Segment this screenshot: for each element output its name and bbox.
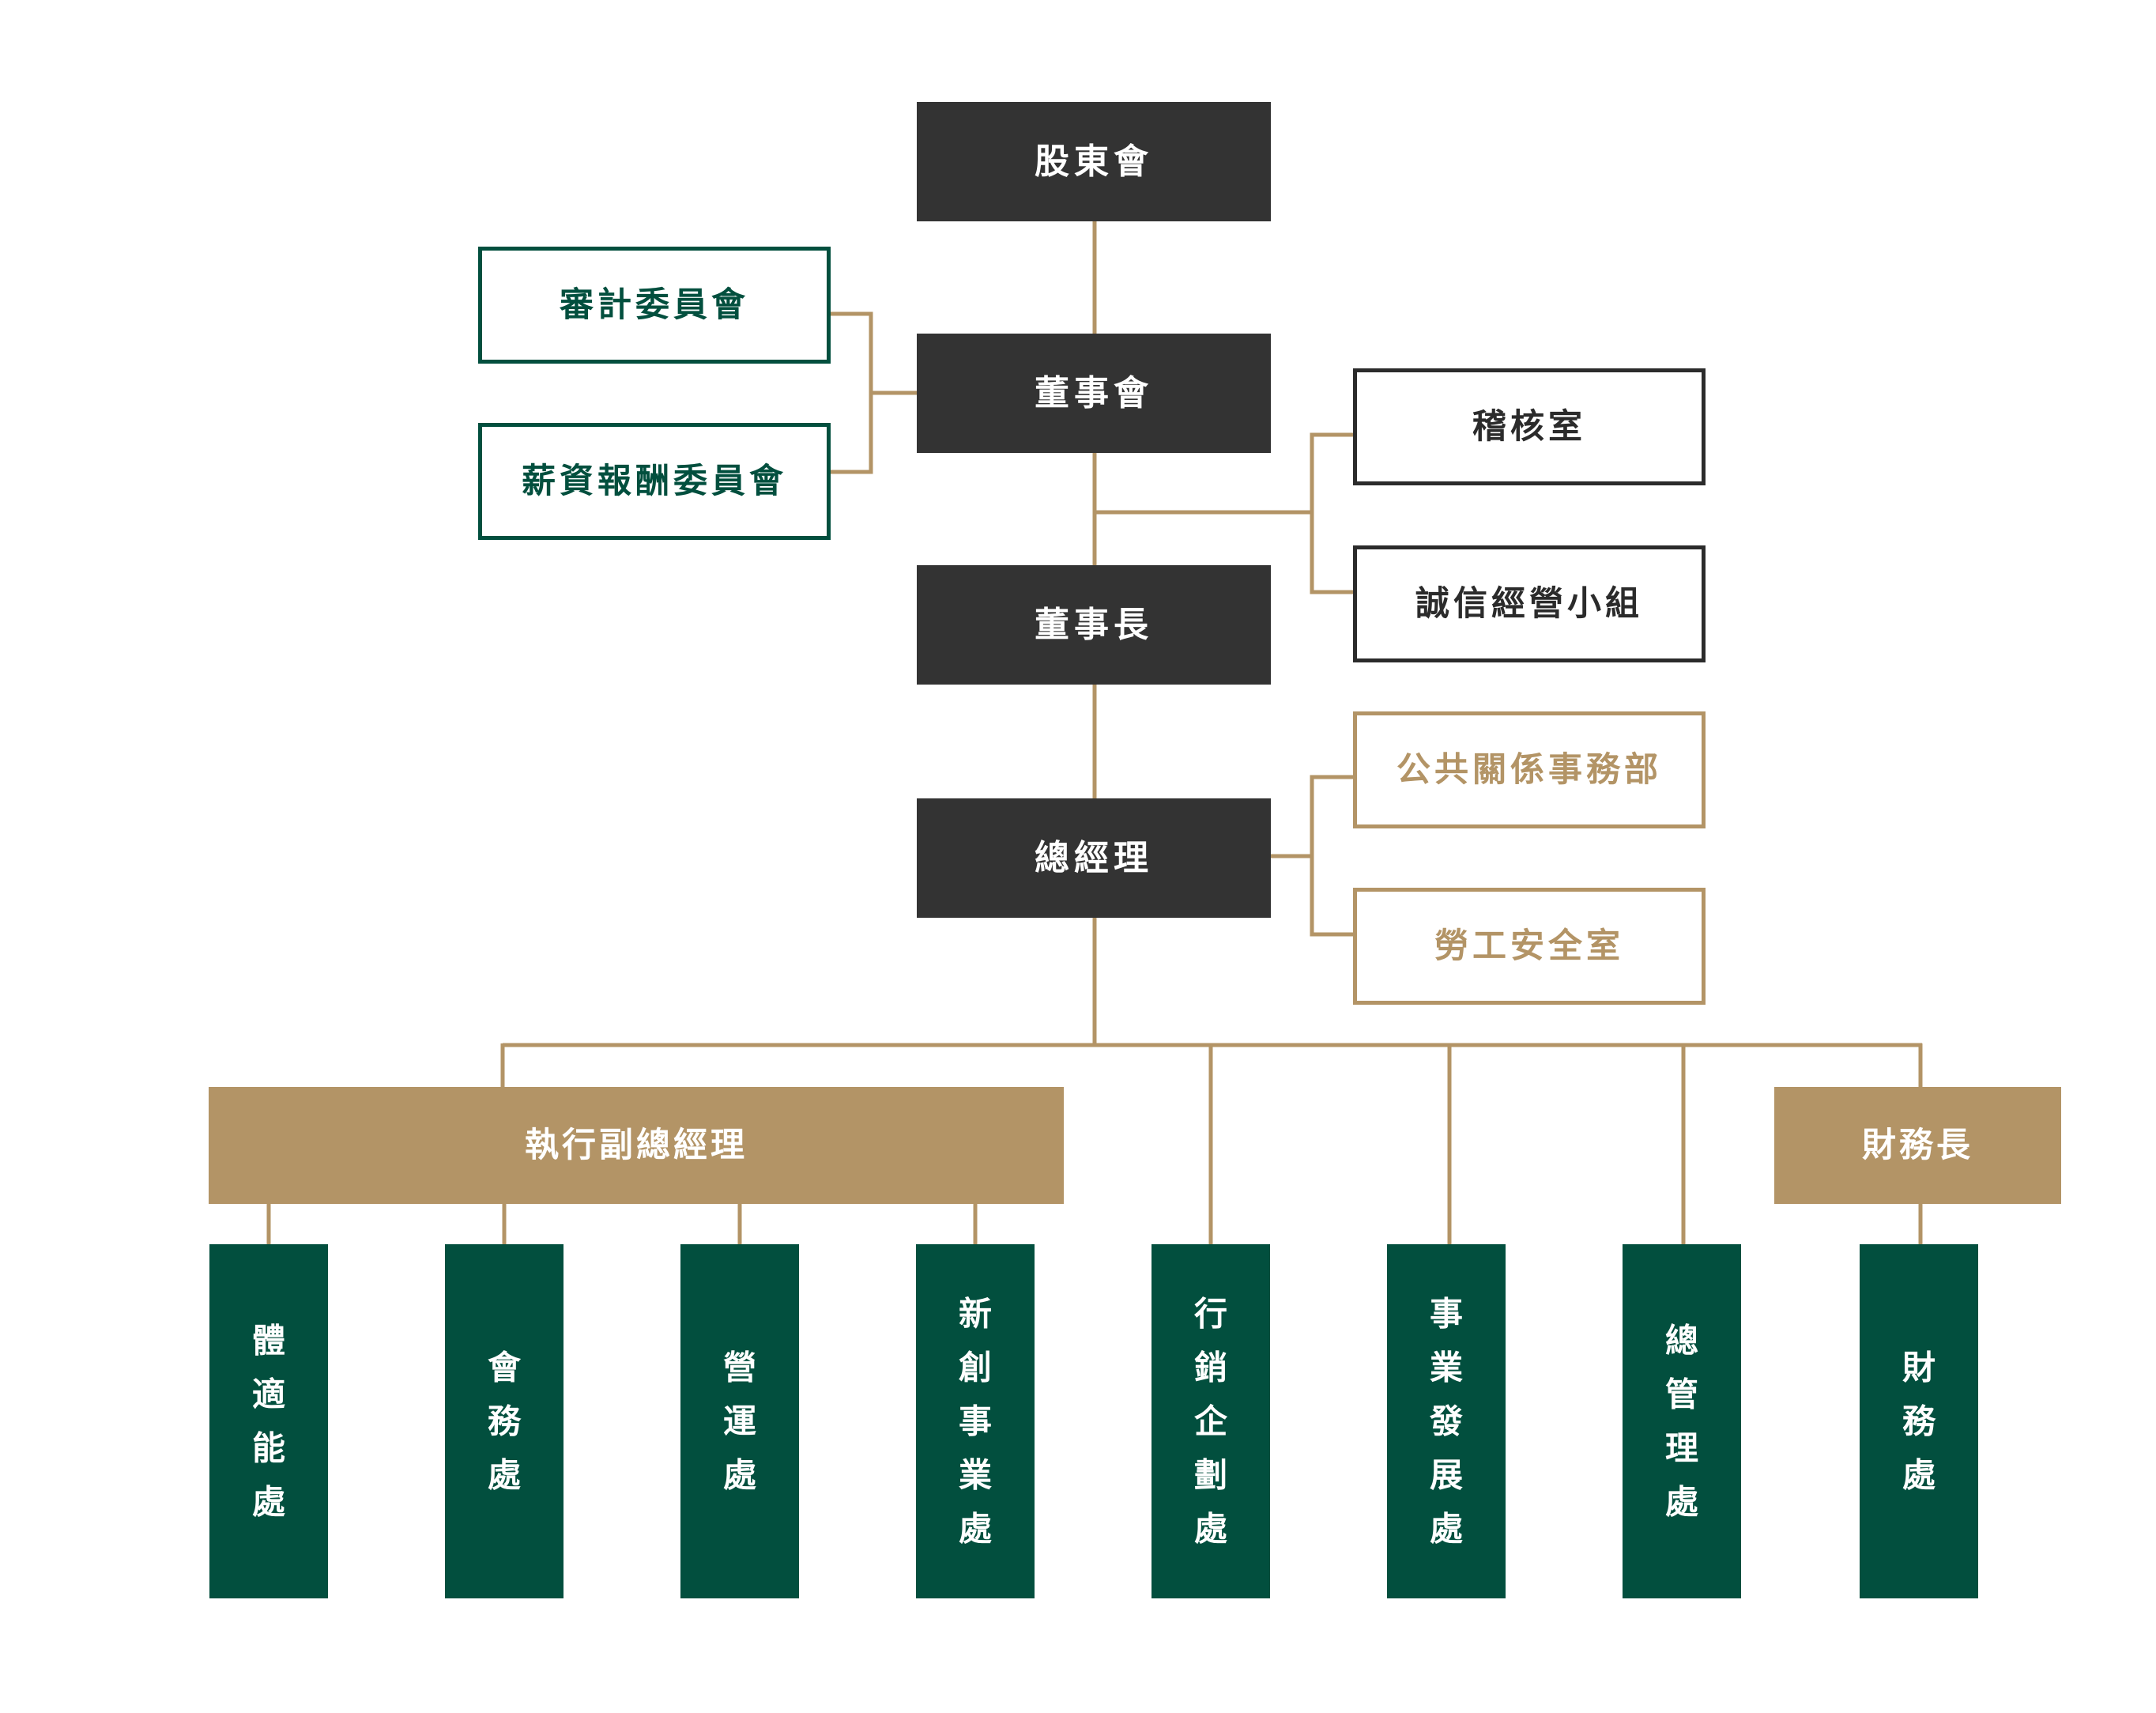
chief-financial-officer-label: 財務長	[1862, 1126, 1973, 1165]
audit-committee-box	[478, 247, 831, 364]
dept-business-development-box	[1387, 1244, 1506, 1598]
public-relations-dept-label: 公共關係事務部	[1396, 750, 1662, 790]
dept-finance: 財務處	[1860, 1244, 1978, 1598]
internal-audit-office-label: 稽核室	[1472, 407, 1586, 447]
dept-membership: 會務處	[445, 1244, 564, 1598]
shareholders-meeting-label: 股東會	[1035, 141, 1153, 182]
dept-membership-label: 會務處	[488, 1349, 522, 1495]
dept-new-ventures-label: 新創事業處	[959, 1295, 992, 1549]
chairman: 董事長	[917, 565, 1271, 685]
dept-marketing-planning-box	[1152, 1244, 1270, 1598]
audit-committee: 審計委員會	[478, 247, 831, 364]
compensation-committee-label: 薪資報酬委員會	[522, 462, 787, 501]
board-of-directors: 董事會	[917, 334, 1271, 453]
president-box	[917, 798, 1271, 918]
chief-financial-officer: 財務長	[1774, 1087, 2061, 1204]
executive-vice-president-label: 執行副總經理	[525, 1126, 748, 1165]
dept-new-ventures-box	[916, 1244, 1035, 1598]
public-relations-dept: 公共關係事務部	[1353, 711, 1706, 828]
integrity-management-team: 誠信經營小組	[1353, 545, 1706, 662]
integrity-management-team-label: 誠信經營小組	[1415, 584, 1643, 624]
dept-general-admin-label: 總管理處	[1665, 1322, 1698, 1522]
compensation-committee: 薪資報酬委員會	[478, 423, 831, 540]
shareholders-meeting: 股東會	[917, 102, 1271, 221]
internal-audit-office: 稽核室	[1353, 368, 1706, 485]
dept-general-admin-box	[1623, 1244, 1741, 1598]
dept-general-admin: 總管理處	[1623, 1244, 1741, 1598]
dept-membership-box	[445, 1244, 564, 1598]
connector-lines	[266, 221, 1923, 1244]
internal-audit-office-box	[1353, 368, 1706, 485]
labor-safety-office-label: 勞工安全室	[1434, 926, 1624, 966]
dept-fitness: 體適能處	[209, 1244, 328, 1598]
dept-new-ventures: 新創事業處	[916, 1244, 1035, 1598]
dept-marketing-planning: 行銷企劃處	[1152, 1244, 1270, 1598]
public-relations-dept-box	[1353, 711, 1706, 828]
dept-business-development-label: 事業發展處	[1429, 1295, 1463, 1549]
board-of-directors-box	[917, 334, 1271, 453]
dept-fitness-label: 體適能處	[252, 1322, 285, 1522]
labor-safety-office: 勞工安全室	[1353, 888, 1706, 1005]
dept-operations-box	[680, 1244, 799, 1598]
board-of-directors-label: 董事會	[1035, 373, 1153, 413]
shareholders-meeting-box	[917, 102, 1271, 221]
line-pr-safety-bracket	[1310, 775, 1353, 937]
chairman-box	[917, 565, 1271, 685]
dept-finance-label: 財務處	[1902, 1349, 1936, 1495]
dept-marketing-planning-label: 行銷企劃處	[1194, 1295, 1228, 1549]
dept-fitness-box	[209, 1244, 328, 1598]
audit-committee-label: 審計委員會	[559, 285, 749, 325]
chairman-label: 董事長	[1035, 605, 1153, 645]
president-label: 總經理	[1035, 838, 1153, 878]
executive-vice-president-box	[209, 1087, 1064, 1204]
dept-business-development: 事業發展處	[1387, 1244, 1506, 1598]
labor-safety-office-box	[1353, 888, 1706, 1005]
president: 總經理	[917, 798, 1271, 918]
dept-operations: 營運處	[680, 1244, 799, 1598]
integrity-management-team-box	[1353, 545, 1706, 662]
dept-finance-box	[1860, 1244, 1978, 1598]
compensation-committee-box	[478, 423, 831, 540]
chief-financial-officer-box	[1774, 1087, 2061, 1204]
dept-operations-label: 營運處	[723, 1349, 756, 1495]
line-audit-integrity-bracket	[1310, 432, 1353, 594]
line-committees-bracket	[831, 311, 873, 474]
executive-vice-president: 執行副總經理	[209, 1087, 1064, 1204]
